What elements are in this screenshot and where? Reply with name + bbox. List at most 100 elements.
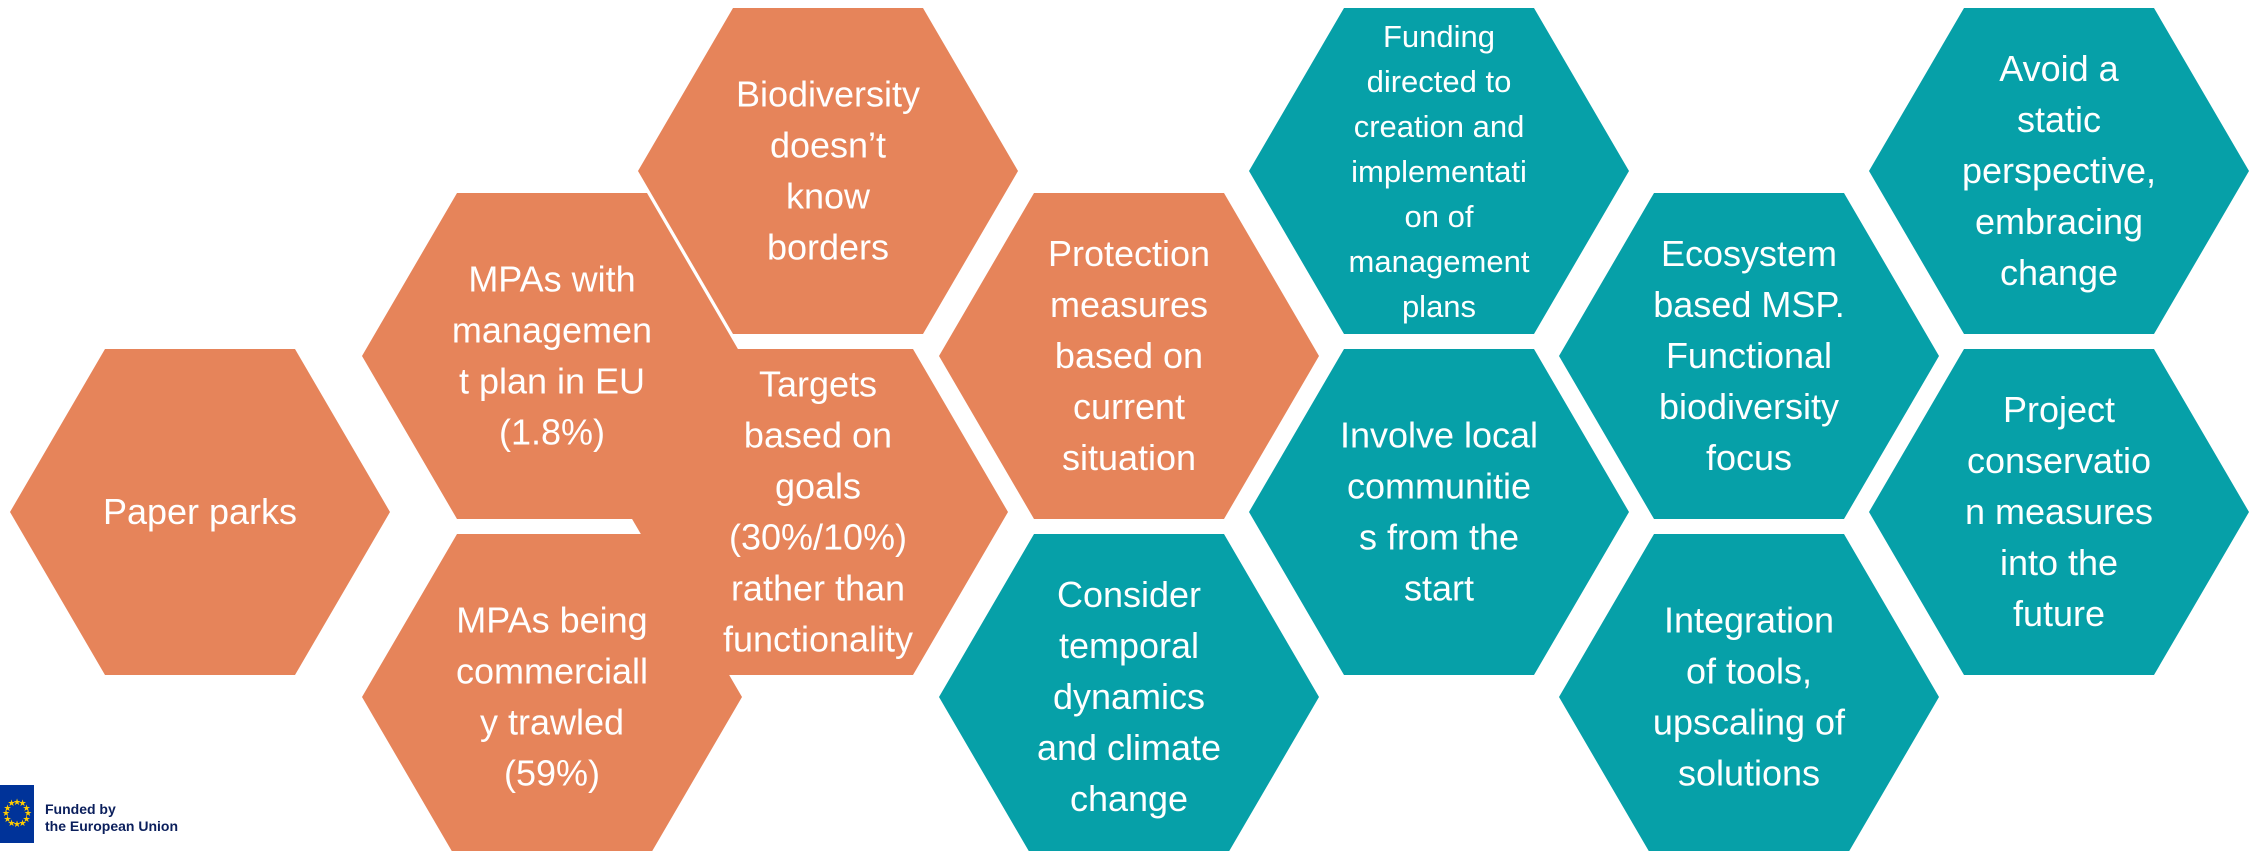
hexagon-mpas-trawled: MPAs being commerciall y trawled (59%) — [362, 534, 742, 851]
hexagon-text-line: functionality — [723, 619, 913, 660]
eu-star-icon: ★ — [7, 817, 16, 828]
eu-star-icon: ★ — [22, 802, 31, 813]
hexagon-text-line: (59%) — [504, 753, 600, 794]
eu-star-icon: ★ — [13, 819, 22, 829]
hexagon-text-line: doesn’t — [770, 125, 886, 166]
hexagon-text-line: Protection — [1048, 233, 1210, 274]
hexagon-text-line: Integration — [1664, 600, 1834, 641]
hexagon-text-line: MPAs being — [456, 600, 647, 641]
hexagon-text-line: Project — [2003, 389, 2115, 430]
eu-funding-line-2: the European Union — [45, 818, 178, 834]
hexagon-text-line: conservatio — [1967, 440, 2151, 481]
hexagon-text-line: Paper parks — [103, 491, 297, 532]
hexagon-text-line: creation and — [1354, 109, 1525, 144]
hexagon-text-line: based on — [744, 415, 892, 456]
hexagon-shape — [628, 349, 1008, 675]
hexagon-text-line: measures — [1050, 284, 1208, 325]
hexagon-text-line: perspective, — [1962, 150, 2156, 191]
hexagon-shape — [1249, 349, 1629, 675]
hexagon-shape — [939, 534, 1319, 851]
hexagon-shape — [1559, 193, 1939, 519]
eu-funding-text: Funded by the European Union — [45, 801, 178, 835]
eu-flag-icon: ★★★★★★★★★★★★ — [0, 785, 34, 843]
hexagon-text-line: (30%/10%) — [729, 517, 907, 558]
hexagon-text-line: change — [2000, 252, 2118, 293]
hexagon-targets-goals: Targets based on goals (30%/10%) rather than… — [628, 349, 1008, 675]
hexagon-text-line: plans — [1402, 289, 1476, 324]
hexagon-text-line: Ecosystem — [1661, 233, 1837, 274]
hexagon-text-line: based MSP. — [1653, 284, 1844, 325]
hexagon-text-line: start — [1404, 568, 1474, 609]
hexagon-text-line: future — [2013, 593, 2105, 634]
hexagon-temporal-dynamics: Consider temporal dynamics and climate chang… — [939, 534, 1319, 851]
eu-star-icon: ★ — [24, 808, 33, 818]
hexagon-ecosystem-msp: Ecosystem based MSP. Functional biodiversit… — [1559, 193, 1939, 519]
hexagon-shape — [1869, 8, 2249, 334]
hexagon-text-line: s from the — [1359, 517, 1519, 558]
hexagon-text-line: dynamics — [1053, 676, 1205, 717]
hexagon-text-line: implementati — [1351, 154, 1527, 189]
hexagon-text-line: embracing — [1975, 201, 2143, 242]
hexagon-text-line: Functional — [1666, 335, 1832, 376]
hexagon-shape — [362, 534, 742, 851]
hexagon-text-line: and climate — [1037, 727, 1221, 768]
hexagon-shape — [939, 193, 1319, 519]
hexagon-text-line: current — [1073, 386, 1185, 427]
hexagon-text-line: solutions — [1678, 753, 1820, 794]
hexagon-text-line: n measures — [1965, 491, 2153, 532]
hexagon-text-line: communitie — [1347, 466, 1531, 507]
hexagon-text-line: Targets — [759, 364, 877, 405]
hexagon-text-line: t plan in EU — [459, 361, 645, 402]
hexagon-text-line: know — [786, 176, 871, 217]
hexagon-shape — [1869, 349, 2249, 675]
hexagon-shape — [1249, 8, 1629, 334]
hexagon-integration-tools: Integration of tools, upscaling of solution… — [1559, 534, 1939, 851]
hexagon-protection-measures: Protection measures based on current situati… — [939, 193, 1319, 519]
hexagon-project-conservation: Project conservatio n measures into the futu… — [1869, 349, 2249, 675]
hexagon-text-line: of tools, — [1686, 651, 1812, 692]
hexagon-text-line: upscaling of — [1653, 702, 1846, 743]
hexagon-shape — [10, 349, 390, 675]
hexagon-text-line: y trawled — [480, 702, 624, 743]
hexagon-text-line: commerciall — [456, 651, 648, 692]
hexagon-text-line: managemen — [452, 310, 652, 351]
hexagon-text-line: rather than — [731, 568, 905, 609]
eu-star-icon: ★ — [18, 817, 27, 828]
hexagon-text-line: directed to — [1367, 64, 1512, 99]
hexagon-text-line: Funding — [1383, 19, 1495, 54]
hexagon-shape — [1559, 534, 1939, 851]
hexagon-static-perspective: Avoid a static perspective, embracing change — [1869, 8, 2249, 334]
hexagon-text-line: static — [2017, 99, 2101, 140]
hexagon-shape — [638, 8, 1018, 334]
hexagon-paper-parks: Paper parks — [10, 349, 390, 675]
eu-star-icon: ★ — [2, 808, 11, 818]
hexagon-text-line: based on — [1055, 335, 1203, 376]
hexagon-local-communities: Involve local communitie s from the start — [1249, 349, 1629, 675]
hexagon-text-line: focus — [1706, 437, 1792, 478]
hexagon-text-line: MPAs with — [468, 259, 635, 300]
hexagon-shape — [362, 193, 742, 519]
hexagon-text-line: Involve local — [1340, 415, 1538, 456]
hexagon-text-line: situation — [1062, 437, 1196, 478]
hexagon-text-line: goals — [775, 466, 861, 507]
hexagon-mpas-management: MPAs with managemen t plan in EU (1.8%) — [362, 193, 742, 519]
hexagon-text-line: (1.8%) — [499, 412, 605, 453]
eu-funding-line-1: Funded by — [45, 801, 116, 817]
hexagon-text-line: borders — [767, 227, 889, 268]
eu-star-icon: ★ — [18, 798, 27, 809]
eu-star-icon: ★ — [3, 813, 12, 824]
hexagon-text-line: change — [1070, 778, 1188, 819]
hexagon-text-line: into the — [2000, 542, 2118, 583]
hexagon-funding: Funding directed to creation and implementa… — [1249, 8, 1629, 334]
hexagon-text-line: management — [1349, 244, 1530, 279]
hexagon-text-line: Consider — [1057, 574, 1201, 615]
hexagon-text-line: Avoid a — [1999, 48, 2119, 89]
eu-star-icon: ★ — [22, 813, 31, 824]
eu-funding-logo: ★★★★★★★★★★★★ Funded by the European Unio… — [0, 785, 195, 845]
hexagon-text-line: temporal — [1059, 625, 1199, 666]
eu-star-icon: ★ — [13, 797, 22, 807]
hexagon-text-line: biodiversity — [1659, 386, 1839, 427]
eu-star-icon: ★ — [7, 798, 16, 809]
